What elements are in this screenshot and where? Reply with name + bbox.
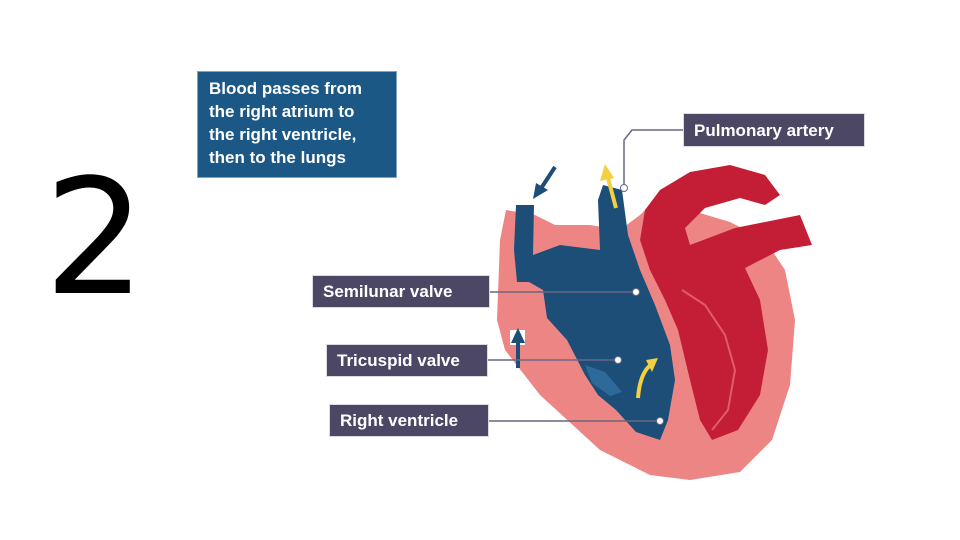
flow-arrow-in	[533, 165, 557, 199]
leader-dots	[614, 184, 664, 425]
right-heart-deoxygenated	[514, 185, 675, 440]
info-line-1: Blood passes from	[209, 79, 363, 98]
info-line-3: the right ventricle,	[209, 125, 357, 144]
leader-pulmonary	[623, 129, 683, 188]
left-chamber-outline	[681, 289, 737, 431]
info-line-4: then to the lungs	[209, 148, 346, 167]
slide-number: 2	[44, 144, 146, 331]
info-box: Blood passes from the right atrium to th…	[197, 71, 397, 178]
leader-lines	[488, 129, 683, 422]
label-tricuspid-valve: Tricuspid valve	[326, 344, 488, 377]
flow-arrow-up-left	[511, 328, 525, 368]
label-right-ventricle: Right ventricle	[329, 404, 489, 437]
flow-arrow-to-lungs	[600, 164, 618, 209]
left-heart-oxygenated	[640, 165, 812, 440]
label-semilunar-valve: Semilunar valve	[312, 275, 490, 308]
info-line-2: the right atrium to	[209, 102, 355, 121]
flow-arrow-ventricle	[636, 358, 658, 399]
label-pulmonary-artery: Pulmonary artery	[683, 113, 865, 147]
tricuspid-flap	[585, 365, 622, 396]
